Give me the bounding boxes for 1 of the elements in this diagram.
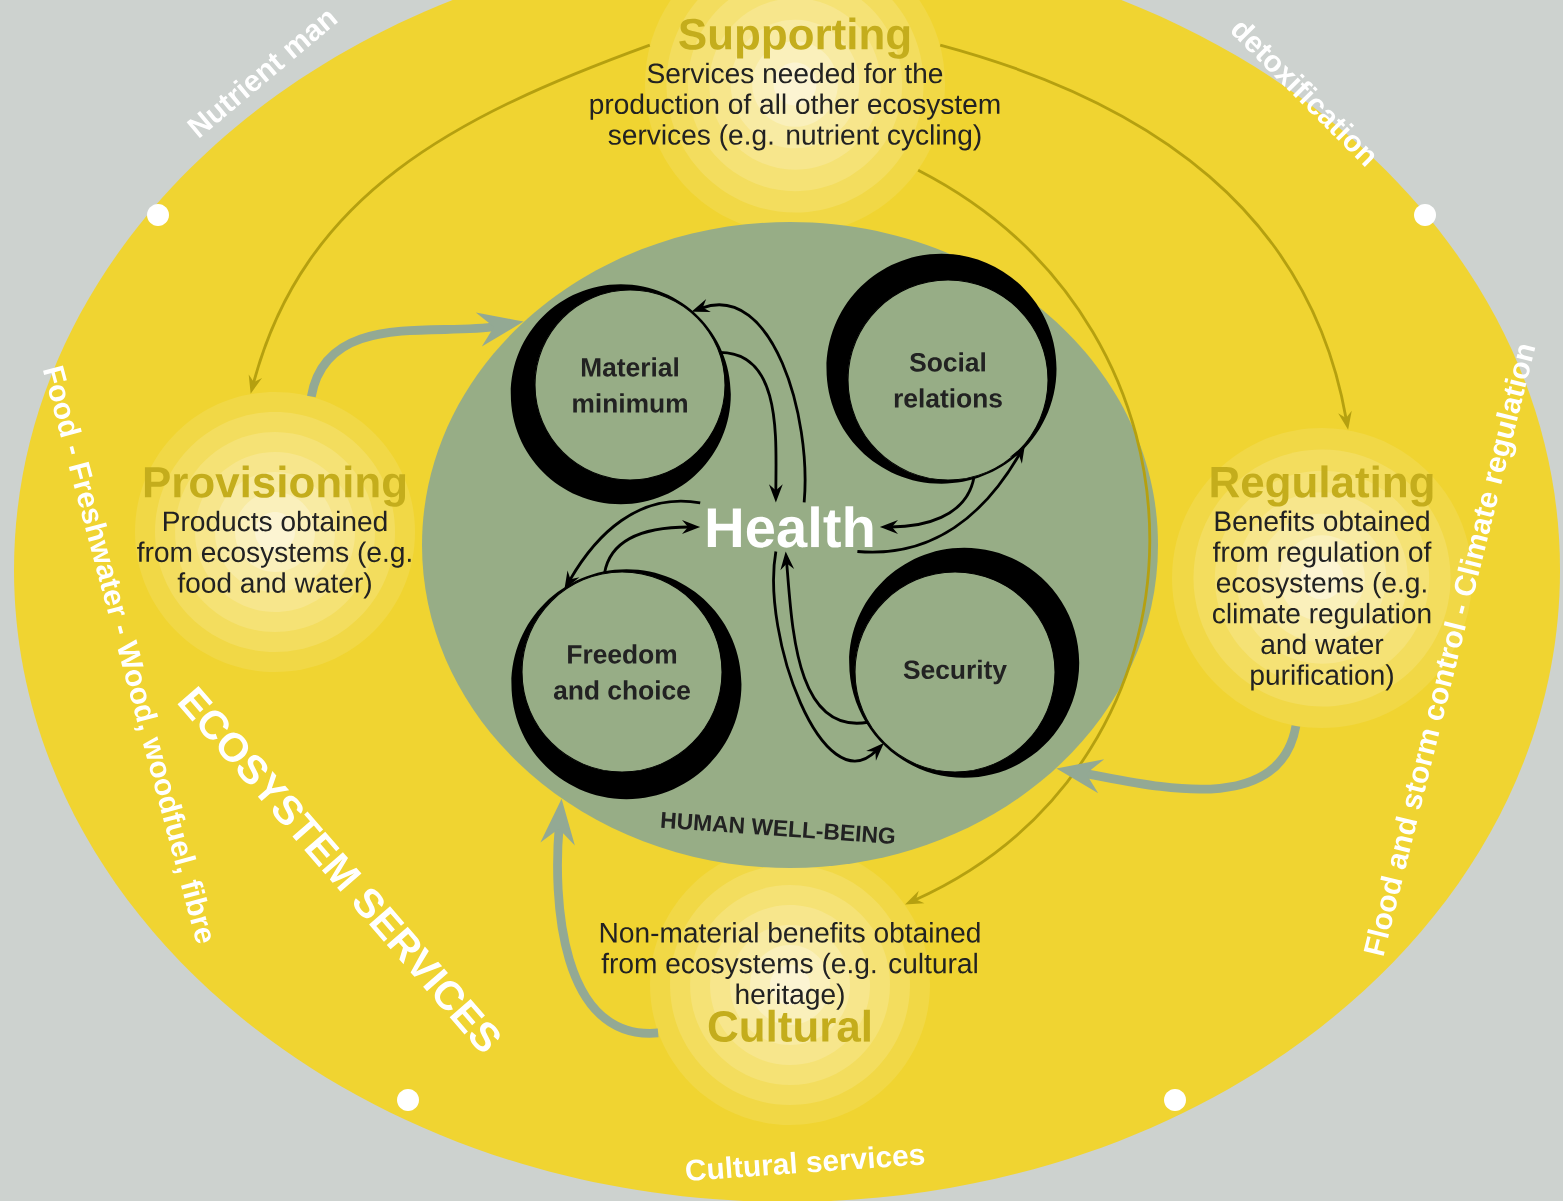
center-label: Health	[707, 506, 873, 548]
